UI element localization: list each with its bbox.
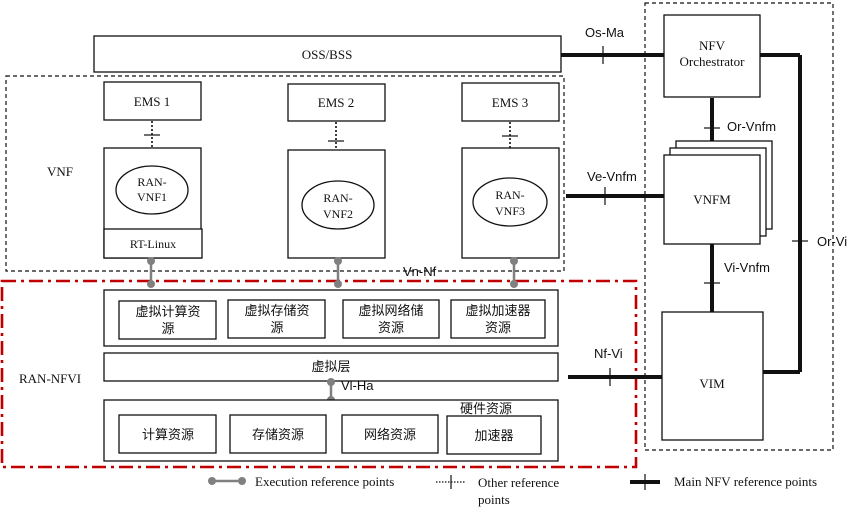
ems-2-box: [287, 83, 386, 122]
legend-execution-dot-right: [238, 477, 246, 485]
legend-execution-label: Execution reference points: [255, 474, 394, 489]
virtual-storage-label-1: 虚拟存储资: [244, 304, 309, 319]
virtual-compute-box: [118, 300, 217, 340]
nfv-orchestrator-label-2: Orchestrator: [680, 54, 746, 69]
vl-ha-exec-dot-top: [327, 378, 335, 386]
virtual-accelerator-label-2: 资源: [485, 321, 511, 336]
vn-nf-exec-3-dot-bottom: [510, 280, 518, 288]
hw-compute-label: 计算资源: [142, 428, 194, 443]
vnfm-label: VNFM: [693, 192, 731, 207]
or-vi-label: Or-Vi: [817, 234, 847, 249]
ran-vnf3-label-2: VNF3: [495, 204, 525, 218]
virtual-storage-label-2: 源: [270, 321, 283, 336]
ran-nfvi-label: RAN-NFVI: [19, 371, 81, 386]
or-vnfm-label: Or-Vnfm: [727, 119, 776, 134]
legend-other-label-2: points: [478, 492, 510, 507]
vi-vnfm-label: Vi-Vnfm: [724, 260, 770, 275]
ran-vnf1-label-1: RAN-: [137, 175, 166, 189]
ran-nfvi-region: [0, 279, 638, 469]
nfv-orchestrator-box: [663, 14, 761, 98]
hw-accelerator-box: [446, 415, 542, 455]
virtual-compute-label-1: 虚拟计算资: [135, 305, 200, 320]
legend-main-label: Main NFV reference points: [674, 474, 817, 489]
vim-box: [661, 311, 764, 441]
hw-network-label: 网络资源: [364, 427, 416, 443]
virtual-compute-label-2: 源: [161, 322, 174, 337]
ran-vnf1-label-2: VNF1: [137, 190, 167, 204]
ems-3-label: EMS 3: [492, 95, 528, 110]
ve-vnfm-label: Ve-Vnfm: [587, 169, 637, 184]
vn-nf-label: Vn-Nf: [403, 264, 437, 279]
vn-nf-exec-2-dot-bottom: [334, 280, 342, 288]
vnf-region: [5, 75, 565, 272]
vl-ha-label: Vl-Ha: [341, 378, 374, 393]
vim-label: VIM: [699, 376, 725, 391]
ran-vnf2-label-2: VNF2: [323, 207, 353, 221]
virtual-layer-label: 虚拟层: [311, 360, 350, 375]
legend-execution-dot-left: [208, 477, 216, 485]
ran-vnf3-label-1: RAN-: [495, 188, 524, 202]
nfv-orchestrator-label-1: NFV: [699, 38, 726, 53]
virtual-accelerator-label-1: 虚拟加速器: [465, 304, 530, 319]
ems-1-label: EMS 1: [134, 94, 170, 109]
ran-vnf3-ellipse: [472, 177, 548, 227]
vnf-region-label: VNF: [47, 164, 73, 179]
hw-storage-label: 存储资源: [252, 428, 304, 443]
vn-nf-exec-1-dot-bottom: [147, 280, 155, 288]
hardware-resources-label: 硬件资源: [460, 402, 512, 417]
virtual-storage-box: [227, 299, 326, 339]
legend-other-label-1: Other reference: [478, 475, 559, 490]
hw-compute-box: [118, 414, 217, 454]
hw-accelerator-label: 加速器: [474, 429, 513, 444]
virtual-network-label-2: 资源: [378, 321, 404, 336]
vn-nf-exec-1-dot-top: [147, 257, 155, 265]
ran-vnf1-ellipse: [115, 165, 189, 215]
os-ma-label: Os-Ma: [585, 25, 625, 40]
ems-1-box: [103, 81, 202, 121]
vn-nf-exec-3-dot-top: [510, 257, 518, 265]
virtual-network-box: [342, 299, 440, 339]
ran-vnf2-label-1: RAN-: [323, 191, 352, 205]
ems-3-box: [461, 82, 560, 122]
oss-bss-box: [93, 35, 562, 73]
hw-network-box: [341, 414, 439, 454]
virtual-network-label-1: 虚拟网络储: [358, 303, 423, 319]
vnfm-box: [663, 154, 761, 245]
nf-vi-label: Nf-Vi: [594, 346, 623, 361]
hw-storage-box: [229, 414, 327, 454]
rt-linux-label: RT-Linux: [130, 237, 176, 251]
virtual-accelerator-box: [450, 299, 546, 339]
ems-2-label: EMS 2: [318, 95, 354, 110]
mano-region: [644, 2, 834, 451]
vn-nf-exec-2-dot-top: [334, 257, 342, 265]
oss-bss-label: OSS/BSS: [302, 47, 353, 62]
ran-vnf2-ellipse: [301, 180, 375, 230]
